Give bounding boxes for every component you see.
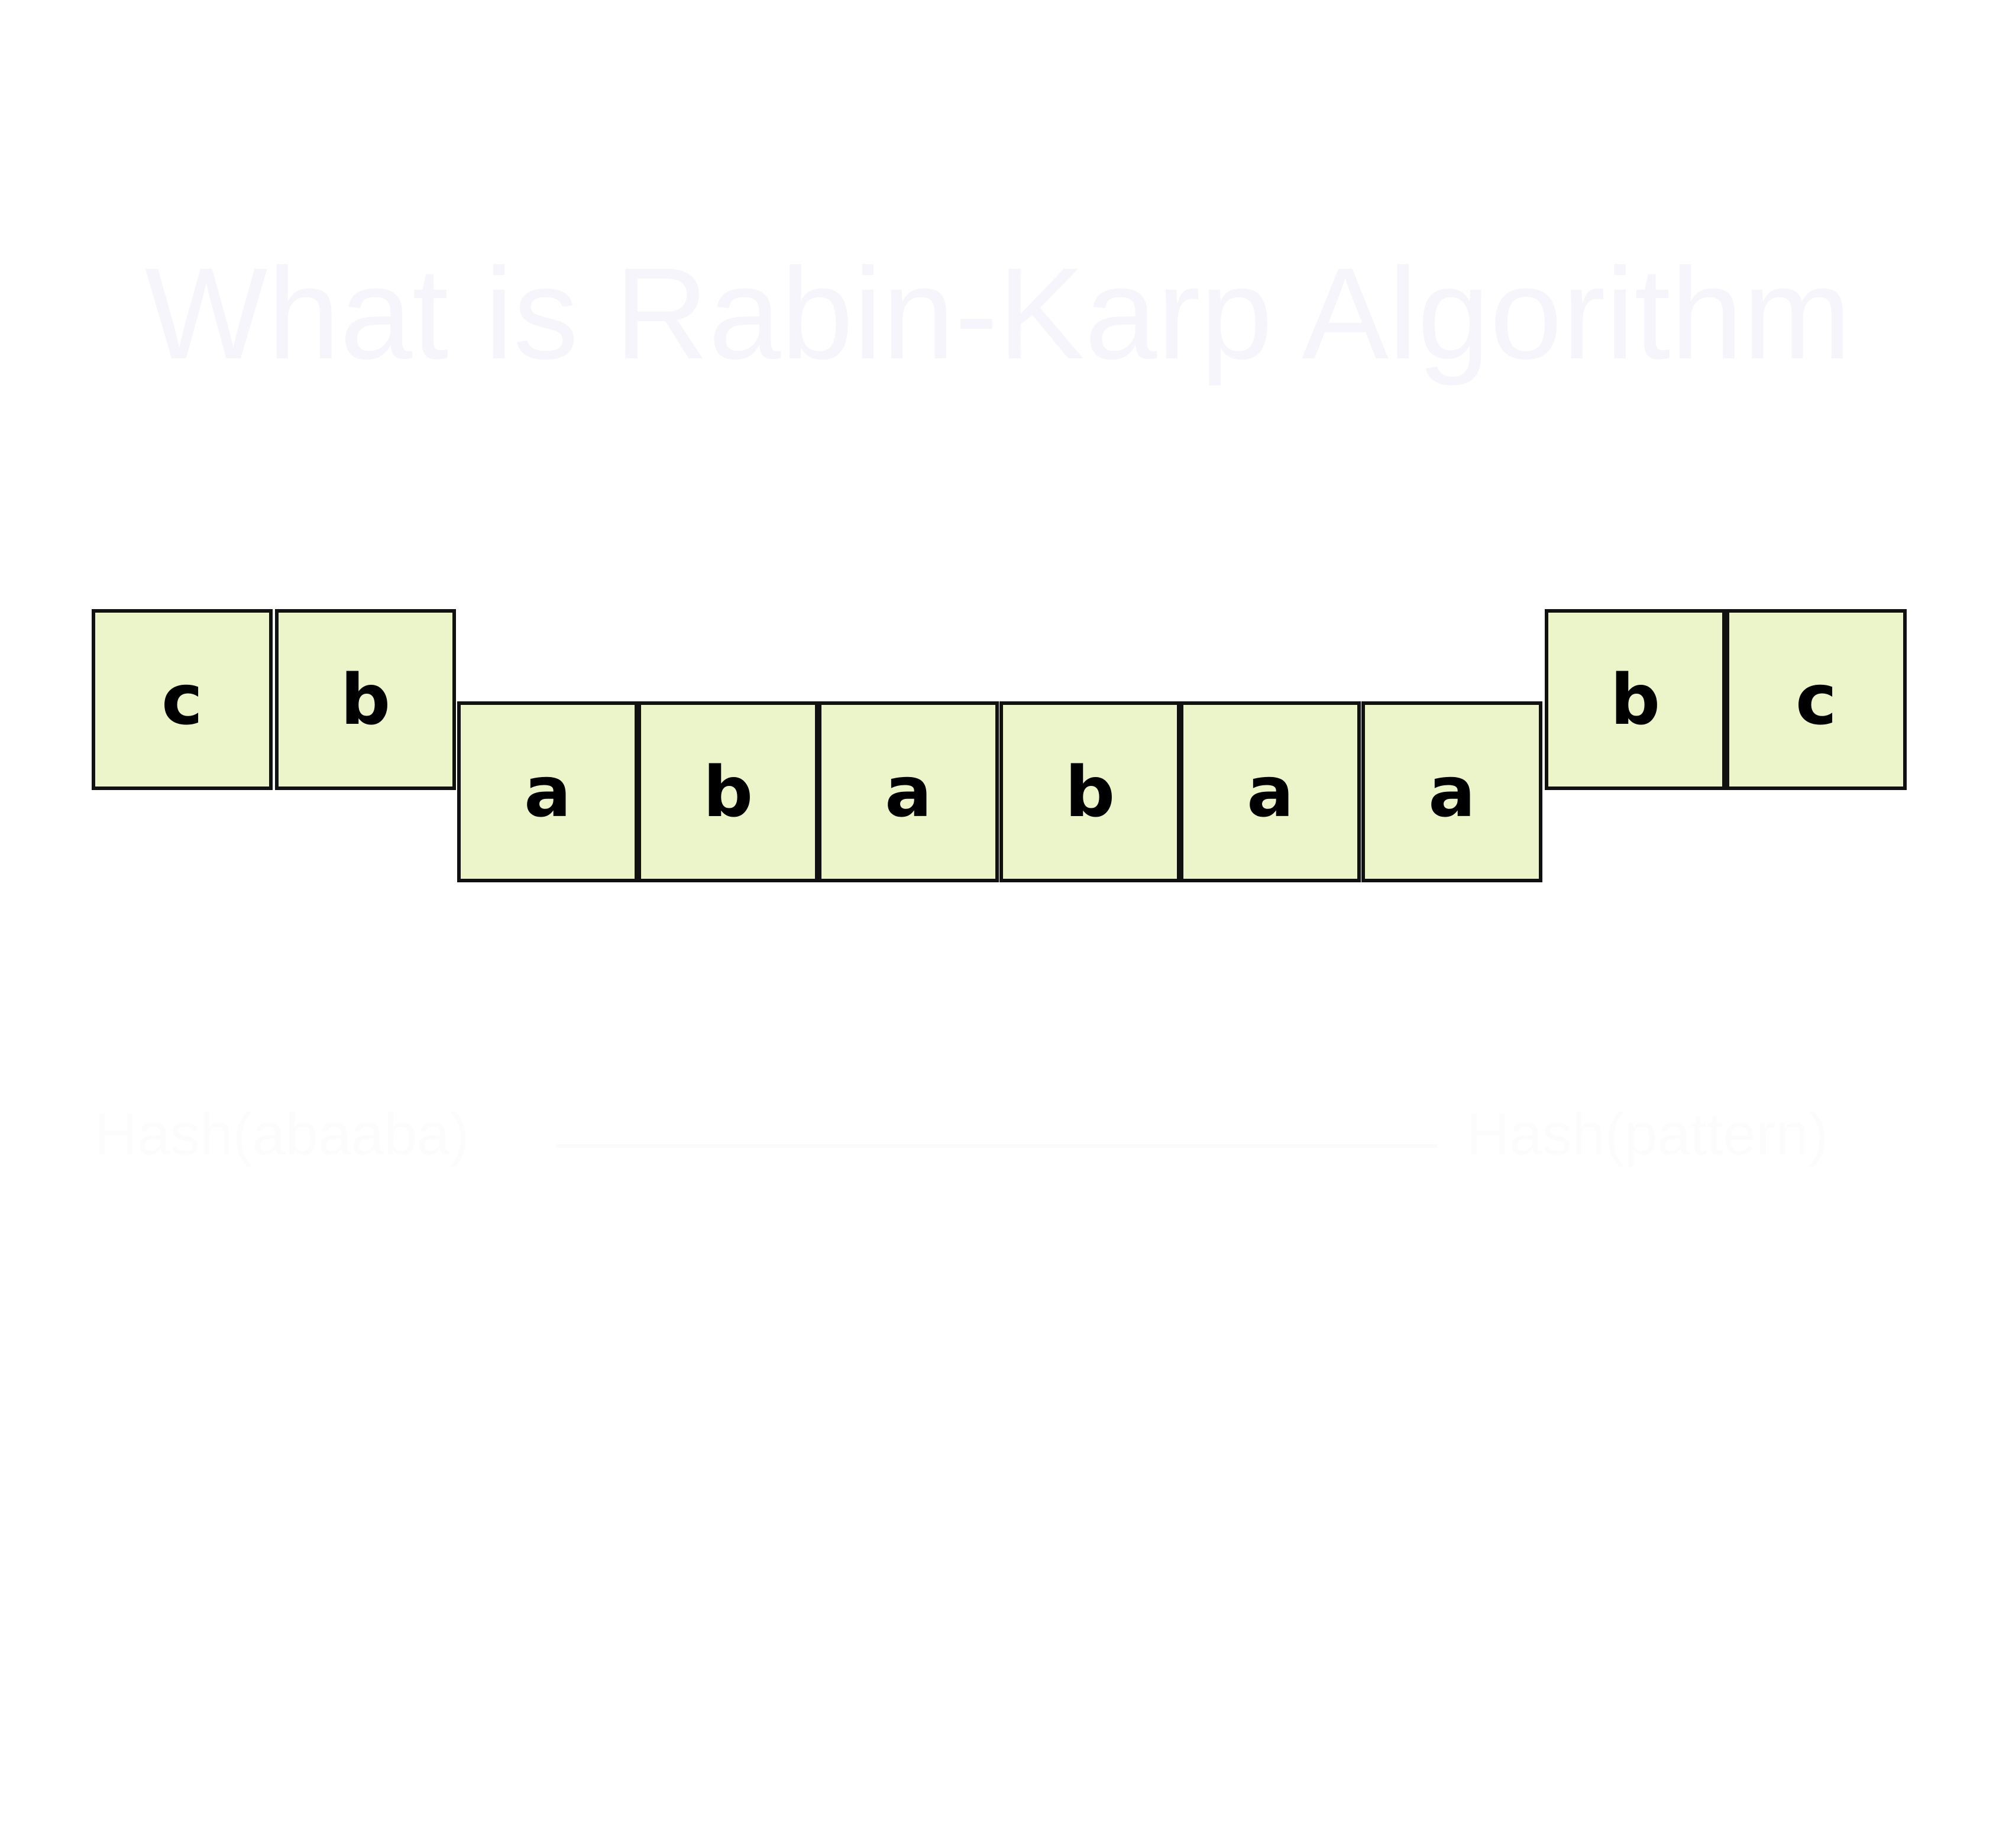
char-cell: a — [457, 701, 638, 882]
faint-hash-label-right: Hash(pattern) — [1467, 1101, 1829, 1167]
char-cell: a — [818, 701, 999, 882]
faint-hash-label-left: Hash(abaaba) — [95, 1101, 470, 1167]
page-title: What is Rabin-Karp Algorithm — [144, 241, 1852, 386]
char-cell: a — [1180, 701, 1361, 882]
char-cell: c — [1726, 609, 1907, 790]
char-cell: b — [1545, 609, 1726, 790]
char-cell: c — [92, 609, 273, 790]
char-cell: b — [638, 701, 819, 882]
char-cell: b — [275, 609, 456, 790]
char-cell: a — [1361, 701, 1542, 882]
char-cell: b — [999, 701, 1180, 882]
faint-connector-line — [556, 1144, 1437, 1148]
